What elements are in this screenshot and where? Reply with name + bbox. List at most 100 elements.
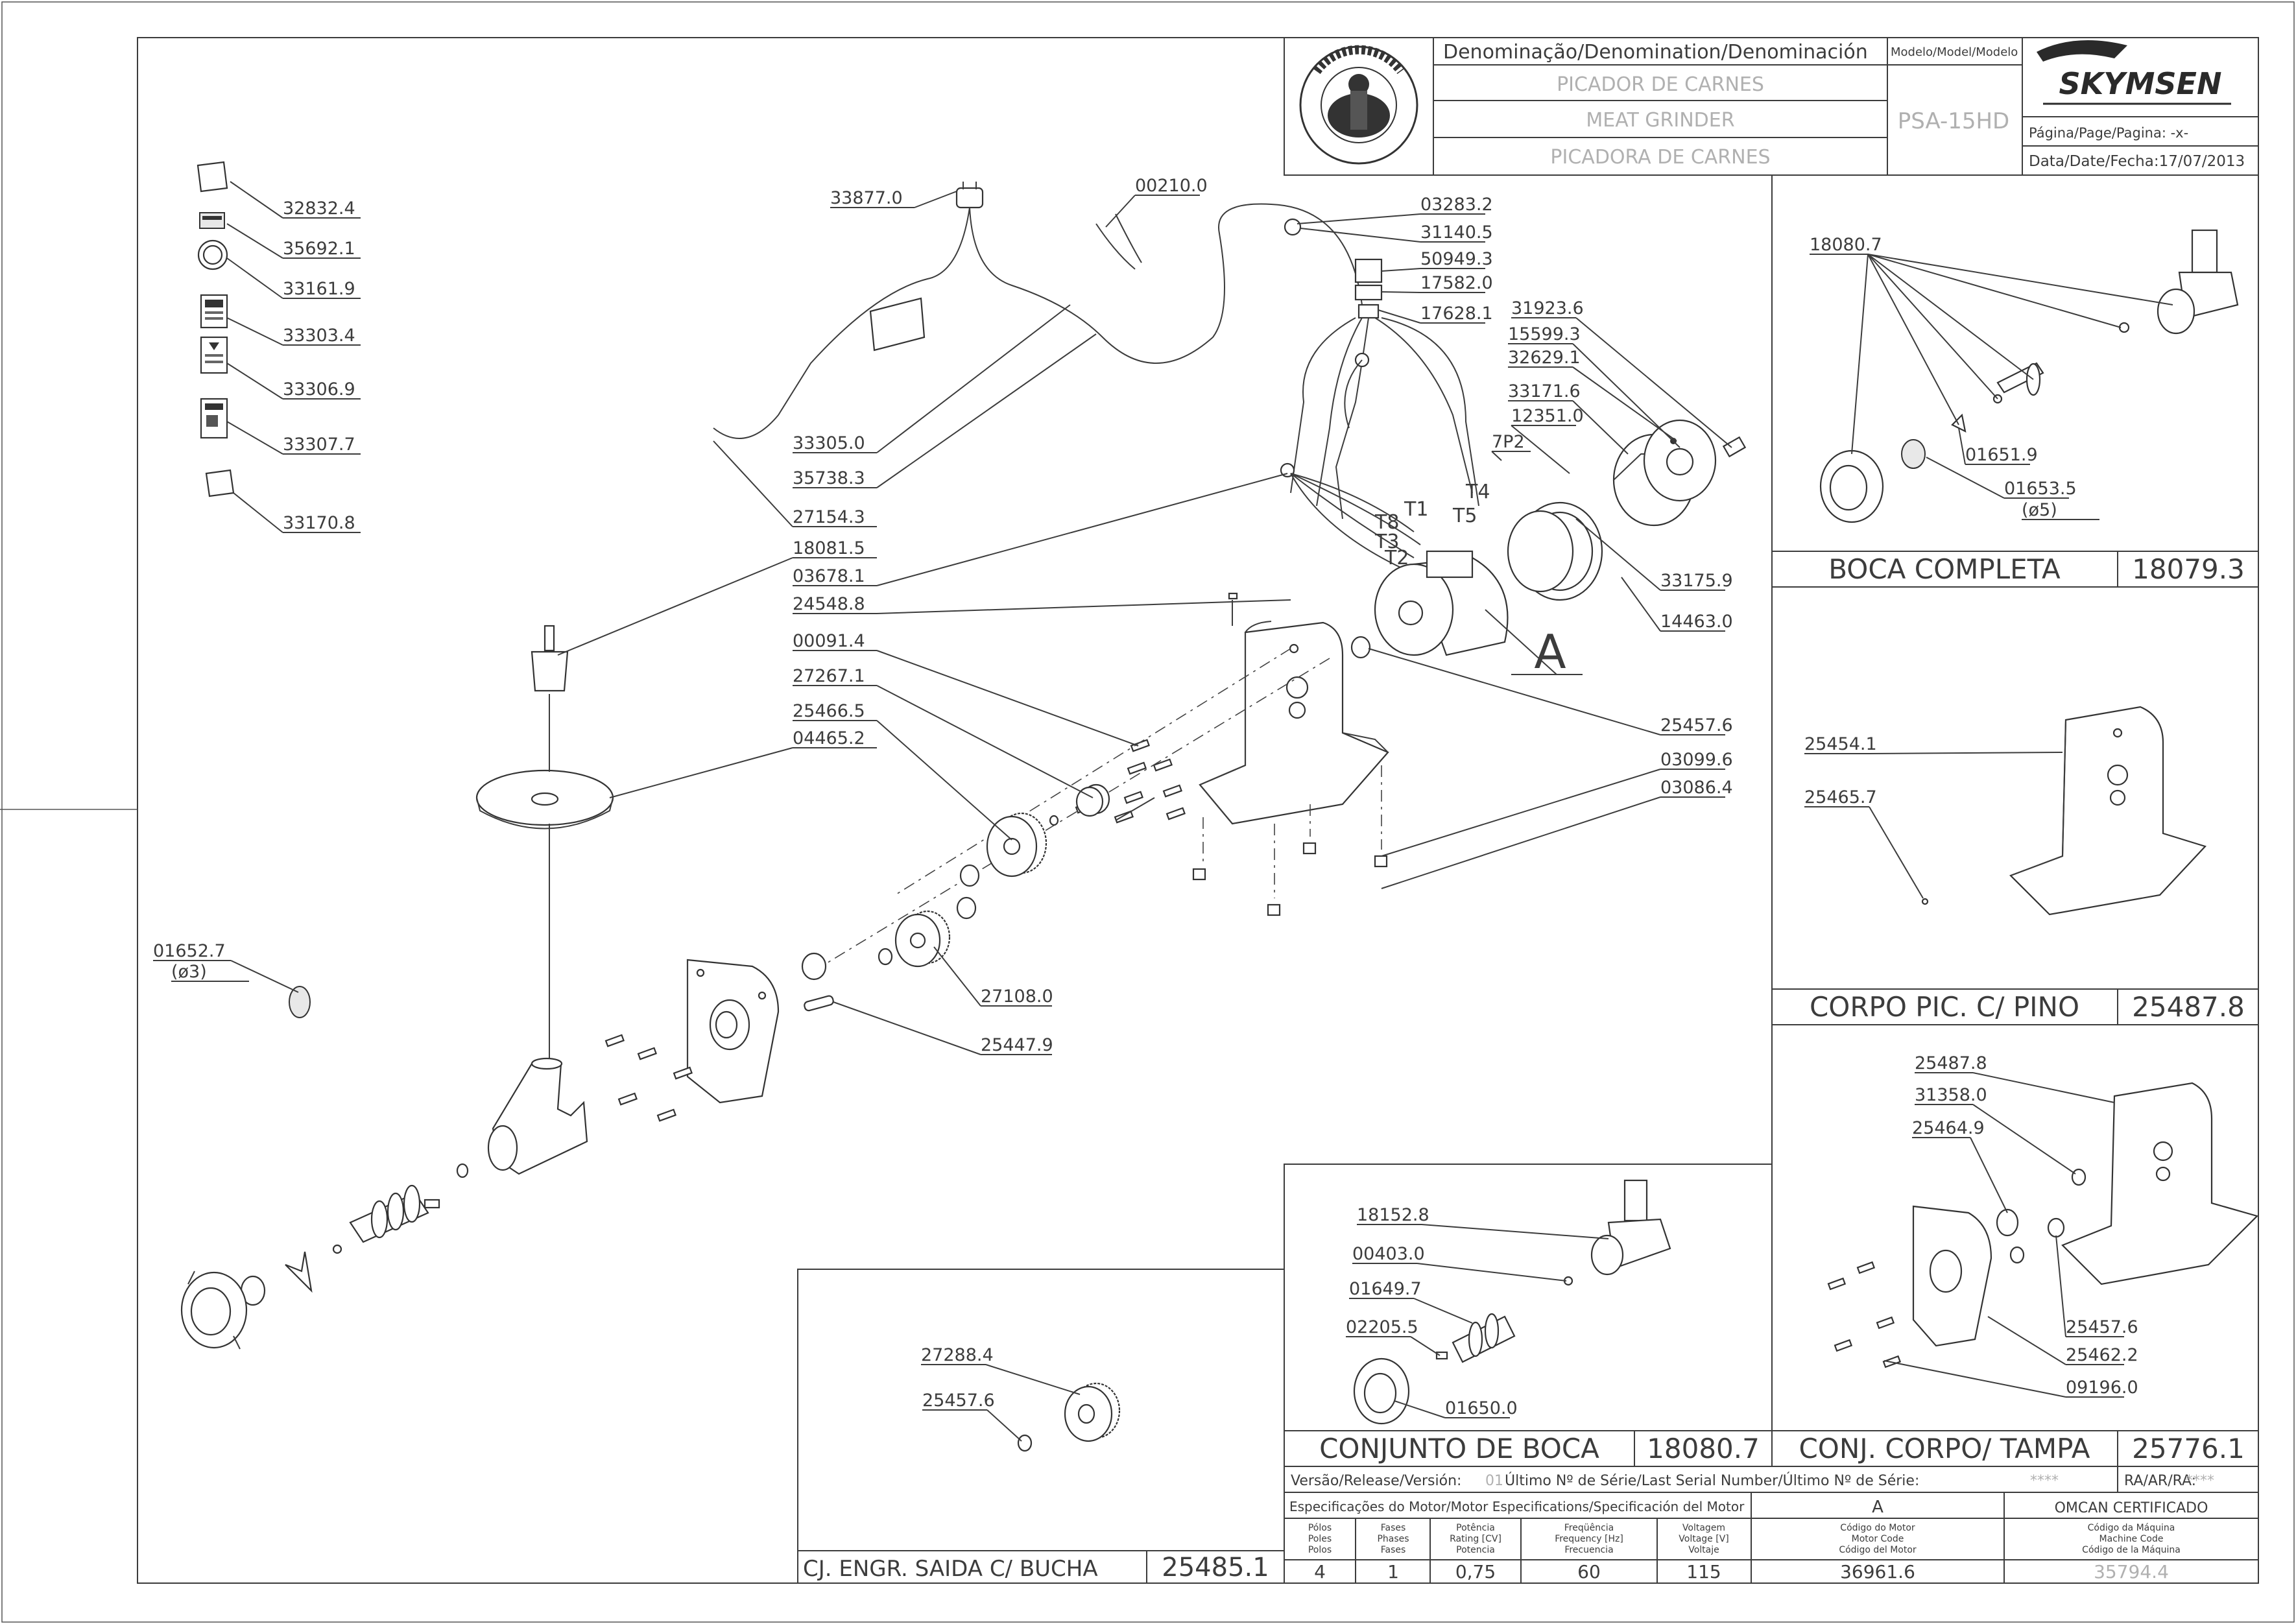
callout-33171-6-leader <box>1572 400 1629 455</box>
callout-eng-27288-4: 27288.4 <box>921 1345 994 1365</box>
cover-screws <box>604 1034 693 1122</box>
callout-tampa-25464-9: 25464.9 <box>1912 1118 1985 1138</box>
callout-cb-02205-5-leader <box>1410 1336 1441 1356</box>
name-es: PICADORA DE CARNES <box>1550 146 1770 169</box>
motor-letter: A <box>1534 625 1566 679</box>
boca-fan-leader-0 <box>1867 254 2122 328</box>
spec-col-machine-code-h1: Código da Máquina <box>2088 1523 2175 1533</box>
spec-col-phases-h1: Fases <box>1381 1523 1406 1533</box>
callout-24548-8-leader <box>876 599 1291 614</box>
date-label: Data/Date/Fecha:17/07/2013 <box>2029 153 2245 170</box>
callout-cb-01649-7-leader <box>1413 1298 1473 1324</box>
version-value: 01 <box>1485 1473 1503 1489</box>
callout-31140-5-leader <box>1300 228 1421 243</box>
callout-boca-18080-7: 18080.7 <box>1810 235 1882 255</box>
callout-tampa-25457-6-leader <box>2055 1235 2066 1337</box>
callout-cb-01650-0: 01650.0 <box>1445 1398 1518 1418</box>
callout-33877-0-leader <box>914 191 957 208</box>
gear-27108 <box>894 910 951 968</box>
callout-33307-7: 33307.7 <box>283 435 355 455</box>
callout-03086-4: 03086.4 <box>1660 778 1733 798</box>
callout-04465-2-leader <box>609 747 793 798</box>
callout-25466-5-leader <box>876 720 1012 841</box>
spec-col-motor-code-h2: Motor Code <box>1852 1534 1904 1544</box>
callout-31923-6-leader <box>1575 317 1732 448</box>
callout-corpo-25454-1-leader <box>1869 752 2063 754</box>
spec-col-rating-h2: Rating [CV] <box>1450 1534 1501 1544</box>
callout-eng-25457-6: 25457.6 <box>922 1391 995 1411</box>
omcan-certificate: OMCAN CERTIFICADO <box>2055 1500 2208 1516</box>
callout-33171-6: 33171.6 <box>1508 381 1581 401</box>
callout-25447-9: 25447.9 <box>981 1035 1053 1055</box>
callout-33303-4: 33303.4 <box>283 326 355 346</box>
boca-fan-leader-2 <box>1867 254 1998 400</box>
spec-col-poles-h3: Polos <box>1308 1545 1332 1555</box>
serial-value: **** <box>2030 1473 2059 1489</box>
callout-tampa-25487-8: 25487.8 <box>1915 1053 1987 1073</box>
callout-33161-9: 33161.9 <box>283 279 355 299</box>
callout-7p2-leader <box>1491 451 1502 461</box>
name-pt: PICADOR DE CARNES <box>1557 73 1764 96</box>
callout-25457-6-main-leader <box>1368 648 1661 735</box>
callout-00210-0: 00210.0 <box>1135 176 1208 196</box>
name-en: MEAT GRINDER <box>1586 109 1734 132</box>
wire-terminal-2: T1 <box>1404 498 1428 521</box>
denomination-header: Denominação/Denomination/Denominación <box>1443 41 1868 64</box>
spec-col-poles-h2: Poles <box>1308 1534 1332 1544</box>
callout-cb-18152-8: 18152.8 <box>1357 1205 1429 1225</box>
fan-cover-33171 <box>1612 419 1717 527</box>
callout-00210-0-leader <box>1105 195 1136 228</box>
callout-00091-4-leader <box>876 650 1139 746</box>
callout-cb-01650-0-leader <box>1394 1400 1446 1418</box>
callout-cb-00403-0-leader <box>1417 1263 1567 1282</box>
engrenagem-drawing <box>1017 1382 1121 1452</box>
serial-label: Último Nº de Série/Last Serial Number/Úl… <box>1505 1472 1919 1489</box>
model-value: PSA-15HD <box>1898 108 2010 134</box>
spec-col-phases-value: 1 <box>1387 1561 1399 1582</box>
engrenagem-title: CJ. ENGR. SAIDA C/ BUCHA <box>803 1556 1098 1582</box>
callout-00091-4: 00091.4 <box>793 631 865 651</box>
callout-18081-5-leader <box>557 557 793 656</box>
callout-03283-2: 03283.2 <box>1420 195 1493 215</box>
worm-screw <box>349 1184 440 1243</box>
callout-35738-3: 35738.3 <box>793 468 865 488</box>
callout-27154-3: 27154.3 <box>793 507 865 527</box>
sticker-parts <box>197 161 235 497</box>
callout-33305-0-leader <box>876 304 1071 453</box>
callout-boca-01651-9: 01651.9 <box>1965 445 2038 465</box>
callout-tampa-25464-9-leader <box>1970 1137 2008 1213</box>
callout-12351-0: 12351.0 <box>1511 406 1584 426</box>
callout-33303-4-leader <box>226 317 283 346</box>
callout-33175-9-leader <box>1575 518 1661 591</box>
callout-01652-7-leader <box>230 960 299 993</box>
callout-27154-3-leader <box>713 440 793 527</box>
callout-03086-4-leader <box>1381 796 1661 889</box>
callout-03678-1: 03678.1 <box>793 566 865 586</box>
plate-3mm <box>289 986 311 1018</box>
boca-completa-code: 18079.3 <box>2132 553 2245 585</box>
callout-17582-0: 17582.0 <box>1420 273 1493 293</box>
callout-18081-5: 18081.5 <box>793 538 865 558</box>
callout-35738-3-leader <box>876 333 1097 488</box>
callout-cb-00403-0: 00403.0 <box>1352 1244 1425 1264</box>
bottom-frames <box>797 1164 2259 1584</box>
spec-col-frequency-h2: Frequency [Hz] <box>1555 1534 1623 1544</box>
wire-terminal-5: T2 <box>1384 547 1409 569</box>
callout-03099-6: 03099.6 <box>1660 750 1733 770</box>
callout-corpo-25454-1: 25454.1 <box>1804 734 1877 754</box>
callout-14463-0: 14463.0 <box>1660 612 1733 632</box>
spec-col-frequency-h3: Frecuencia <box>1564 1545 1613 1555</box>
callout-phi3: (ø3) <box>171 962 207 982</box>
motor-spec-letter: A <box>1872 1498 1883 1517</box>
callout-tampa-09196-0: 09196.0 <box>2066 1378 2138 1398</box>
callout-corpo-25465-7-leader <box>1869 806 1924 899</box>
boca-completa-title: BOCA COMPLETA <box>1828 553 2061 585</box>
model-header: Modelo/Model/Modelo <box>1891 45 2018 59</box>
callout-tampa-25457-6: 25457.6 <box>2066 1317 2138 1337</box>
callout-32832-4-leader <box>230 181 283 219</box>
callout-tampa-31358-0-leader <box>1972 1104 2076 1175</box>
callout-17628-1: 17628.1 <box>1420 304 1493 324</box>
page-label: Página/Page/Pagina: -x- <box>2029 125 2188 141</box>
spec-col-machine-code-h3: Código de la Máquina <box>2082 1545 2181 1555</box>
callout-03099-6-leader <box>1381 769 1661 857</box>
